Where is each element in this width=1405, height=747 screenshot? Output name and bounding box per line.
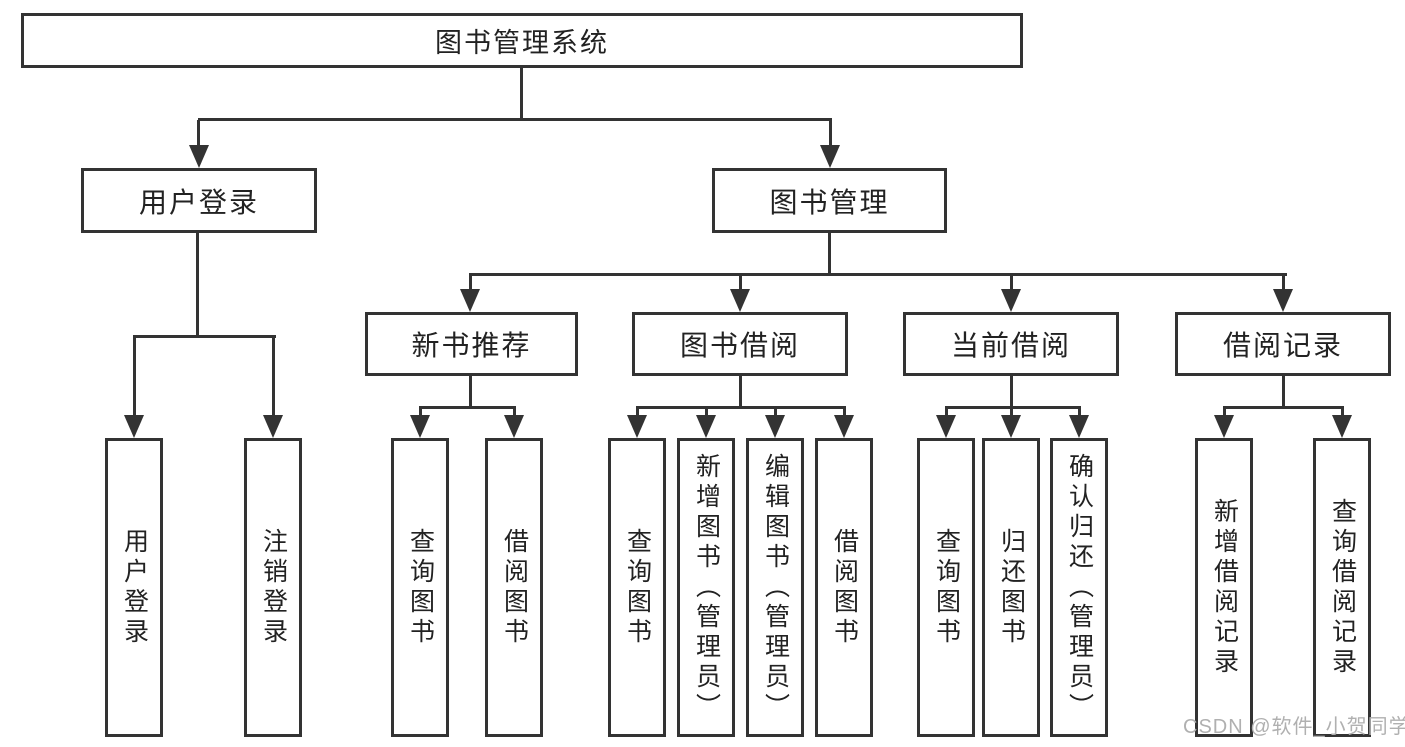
node-user-login: 用户登录 <box>81 168 317 233</box>
arrow-to-book-management <box>820 145 840 168</box>
connector-g4-bar <box>1223 406 1344 409</box>
arrow-g2-leaf-3 <box>765 415 785 438</box>
connector-mgmt-stem-4 <box>1282 275 1285 291</box>
leaf-query-books-borrow: 查询图书 <box>608 438 666 737</box>
connector-root-stem-right <box>829 120 832 147</box>
leaf-edit-book-admin: 编辑图书（管理员） <box>746 438 804 737</box>
arrow-g3-leaf-3 <box>1069 415 1089 438</box>
arrow-g2-leaf-2 <box>696 415 716 438</box>
connector-mgmt-bar <box>469 273 1287 276</box>
arrow-to-new-books <box>460 289 480 312</box>
arrow-g4-leaf-1 <box>1214 415 1234 438</box>
node-book-management: 图书管理 <box>712 168 947 233</box>
leaf-user-login: 用户登录 <box>105 438 163 737</box>
connector-login-bar <box>133 335 276 338</box>
leaf-borrow-books-new: 借阅图书 <box>485 438 543 737</box>
connector-login-trunk <box>196 232 199 338</box>
connector-g3-trunk <box>1010 375 1013 409</box>
node-current-borrow: 当前借阅 <box>903 312 1119 376</box>
connector-g2-stem-4 <box>843 408 846 417</box>
connector-g1-stem-1 <box>419 408 422 417</box>
connector-g1-trunk <box>469 375 472 409</box>
connector-login-stem-2 <box>272 337 275 417</box>
leaf-query-books-new: 查询图书 <box>391 438 449 737</box>
arrow-g1-leaf-2 <box>504 415 524 438</box>
node-new-books: 新书推荐 <box>365 312 578 376</box>
arrow-g3-leaf-2 <box>1001 415 1021 438</box>
csdn-watermark: CSDN @软件_小贺同学 <box>1183 716 1405 738</box>
arrow-g2-leaf-4 <box>834 415 854 438</box>
leaf-logout: 注销登录 <box>244 438 302 737</box>
connector-g1-stem-2 <box>513 408 516 417</box>
leaf-query-borrow-record: 查询借阅记录 <box>1313 438 1371 737</box>
arrow-to-book-borrow <box>730 289 750 312</box>
arrow-to-borrow-records <box>1273 289 1293 312</box>
connector-g2-stem-2 <box>705 408 708 417</box>
connector-root-stem-left <box>197 120 200 147</box>
leaf-query-books-current: 查询图书 <box>917 438 975 737</box>
connector-g2-trunk <box>739 375 742 409</box>
arrow-to-leaf-logout <box>263 415 283 438</box>
leaf-add-book-admin: 新增图书（管理员） <box>677 438 735 737</box>
connector-g4-trunk <box>1282 375 1285 409</box>
connector-g2-stem-3 <box>774 408 777 417</box>
connector-g3-stem-2 <box>1010 408 1013 417</box>
node-root-system: 图书管理系统 <box>21 13 1023 68</box>
connector-login-stem-1 <box>133 337 136 417</box>
connector-g3-stem-3 <box>1078 408 1081 417</box>
arrow-to-current-borrow <box>1001 289 1021 312</box>
connector-root-trunk <box>520 67 523 121</box>
node-book-borrow: 图书借阅 <box>632 312 848 376</box>
leaf-return-books: 归还图书 <box>982 438 1040 737</box>
connector-mgmt-stem-1 <box>469 275 472 291</box>
leaf-confirm-return-admin: 确认归还（管理员） <box>1050 438 1108 737</box>
leaf-add-borrow-record: 新增借阅记录 <box>1195 438 1253 737</box>
connector-g1-bar <box>419 406 516 409</box>
connector-mgmt-stem-2 <box>739 275 742 291</box>
connector-mgmt-trunk <box>828 232 831 276</box>
arrow-to-user-login <box>189 145 209 168</box>
connector-mgmt-stem-3 <box>1010 275 1013 291</box>
connector-g3-bar <box>945 406 1081 409</box>
connector-g4-stem-1 <box>1223 408 1226 417</box>
connector-g3-stem-1 <box>945 408 948 417</box>
arrow-g3-leaf-1 <box>936 415 956 438</box>
arrow-g2-leaf-1 <box>627 415 647 438</box>
connector-g4-stem-2 <box>1341 408 1344 417</box>
arrow-to-leaf-user-login <box>124 415 144 438</box>
leaf-borrow-books: 借阅图书 <box>815 438 873 737</box>
arrow-g1-leaf-1 <box>410 415 430 438</box>
connector-g2-stem-1 <box>636 408 639 417</box>
arrow-g4-leaf-2 <box>1332 415 1352 438</box>
connector-g2-bar <box>636 406 846 409</box>
node-borrow-records: 借阅记录 <box>1175 312 1391 376</box>
connector-root-bar <box>198 118 832 121</box>
